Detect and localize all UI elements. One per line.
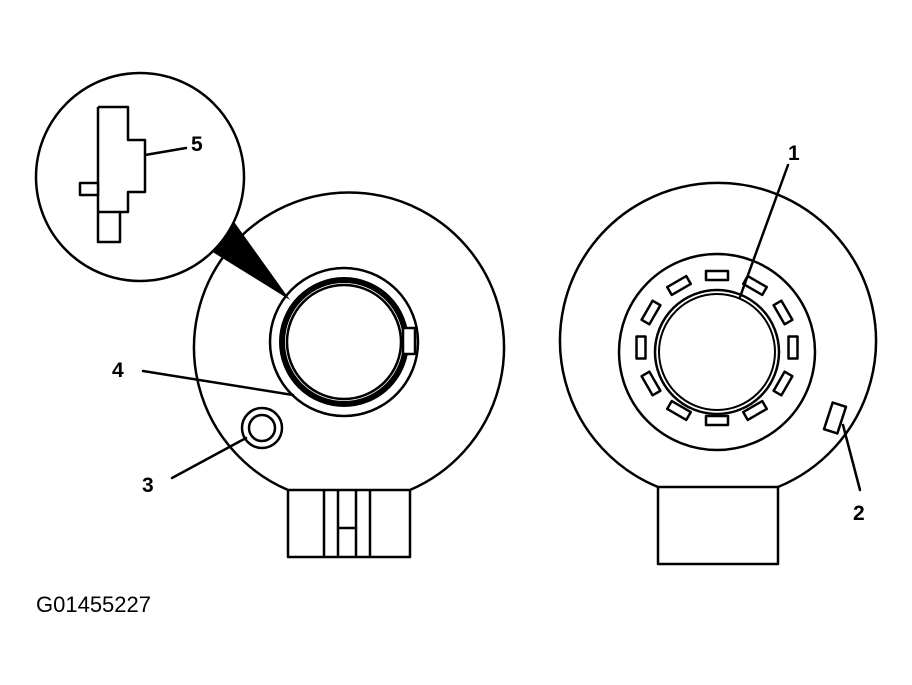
right-component [558, 181, 878, 566]
leader-lines [141, 146, 862, 492]
callout-1: 1 [788, 142, 800, 165]
left-component [190, 191, 506, 559]
figure-code: G01455227 [36, 592, 151, 617]
callout-labels: 1 2 3 4 5 [112, 133, 865, 525]
leader-4 [141, 369, 295, 397]
magnified-detail [34, 71, 246, 283]
edge-slot [822, 401, 848, 435]
callout-4: 4 [112, 359, 124, 382]
leader-1 [738, 163, 790, 299]
left-bore [268, 266, 420, 418]
callout-3: 3 [142, 474, 154, 497]
left-connector [286, 483, 412, 559]
leader-3 [170, 436, 248, 480]
leader-2 [841, 423, 862, 492]
leader-5 [143, 146, 188, 157]
slot-ring [635, 269, 799, 427]
right-bore [653, 288, 781, 416]
callout-2: 2 [853, 502, 865, 525]
callout-5: 5 [191, 133, 203, 156]
alignment-mark [240, 406, 284, 450]
right-body-outline [558, 181, 878, 489]
right-tab [656, 480, 780, 566]
